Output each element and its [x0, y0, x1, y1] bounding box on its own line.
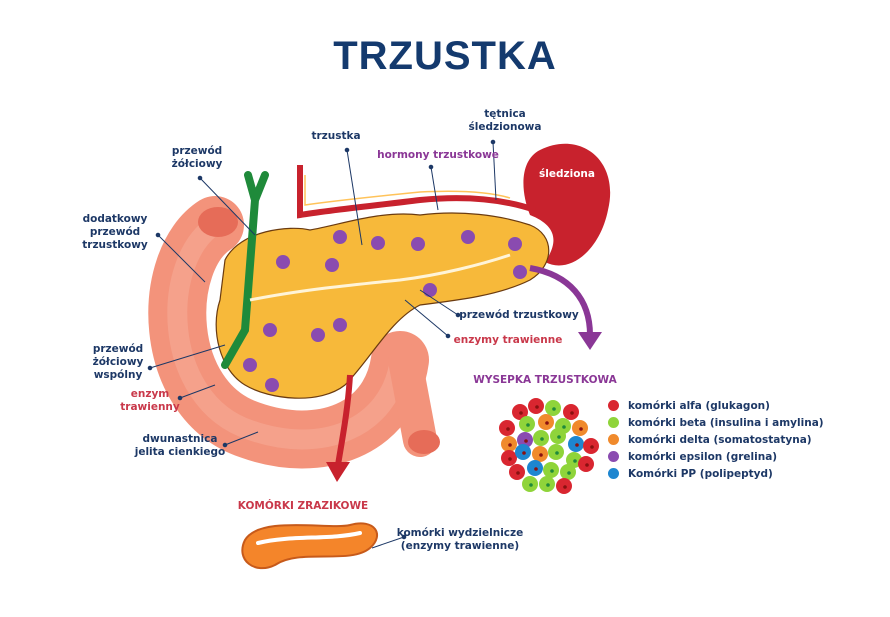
spleen-illustration [523, 143, 611, 266]
islet-cell-nucleus [546, 483, 550, 487]
label-pancreas: trzustka [311, 130, 361, 142]
alpha-cell-dot-icon [608, 400, 619, 411]
islet-cell-nucleus [585, 463, 589, 467]
islet-cell-nucleus [557, 435, 561, 439]
splenic-artery-illustration [297, 165, 536, 219]
page-title: TRZUSTKA [333, 34, 557, 78]
islet-cell-nucleus [540, 437, 544, 441]
beta-cell-dot-icon [608, 417, 619, 428]
delta-cell-dot-icon [608, 434, 619, 445]
islet-cell-nucleus [552, 407, 556, 411]
label-common-bile-duct: przewód żółciowy wspólny [92, 343, 144, 381]
legend-item-alpha: komórki alfa (glukagon) [608, 397, 824, 414]
islet-cell-nucleus [534, 467, 538, 471]
islet-cell-nucleus [508, 443, 512, 447]
islet-cell-nucleus [524, 439, 528, 443]
label-digestive-enzyme: enzym trawienny [120, 388, 180, 413]
islet-arrow [529, 265, 593, 336]
islet-cell-nucleus [508, 457, 512, 461]
epsilon-cell-dot-icon [608, 451, 619, 462]
label-pancreatic-duct: przewód trzustkowy [459, 309, 579, 321]
label-accessory-duct: dodatkowy przewód trzustkowy [82, 213, 148, 251]
islet-cell-nucleus [522, 451, 526, 455]
legend-item-epsilon: komórki epsilon (grelina) [608, 448, 824, 465]
islet-cell-nucleus [579, 427, 583, 431]
label-pancreatic-hormones: hormony trzustkowe [377, 149, 499, 161]
label-islet-title: WYSEPKA TRZUSTKOWA [473, 374, 617, 386]
islet-cell-nucleus [506, 427, 510, 431]
label-spleen: śledziona [539, 168, 595, 180]
acinar-cells-illustration [241, 522, 379, 570]
legend-item-pp: Komórki PP (polipeptyd) [608, 465, 824, 482]
islet-cell-nucleus [519, 411, 523, 415]
islet-legend: komórki alfa (glukagon) komórki beta (in… [608, 397, 824, 482]
label-bile-duct: przewód żółciowy [171, 145, 223, 170]
legend-item-delta: komórki delta (somatostatyna) [608, 431, 824, 448]
islet-cell-nucleus [555, 451, 559, 455]
label-secretory-cells: komórki wydzielnicze (enzymy trawienne) [396, 527, 524, 552]
islet-cell-nucleus [535, 405, 539, 409]
islet-cell-nucleus [550, 469, 554, 473]
islet-cell-nucleus [526, 423, 530, 427]
islet-cell-nucleus [529, 483, 533, 487]
islet-cell-nucleus [539, 453, 543, 457]
label-acinar-title: KOMÓRKI ZRAZIKOWE [237, 500, 369, 512]
islet-cluster [499, 398, 599, 494]
islet-cell-nucleus [575, 443, 579, 447]
pancreas-illustration-body [215, 212, 550, 399]
islet-cell-nucleus [567, 471, 571, 475]
bile-duct-illustration [221, 171, 269, 369]
islet-cell-nucleus [570, 411, 574, 415]
leader-lines [147, 139, 497, 549]
islet-cell-nucleus [562, 425, 566, 429]
pp-cell-dot-icon [608, 468, 619, 479]
islet-cell-nucleus [516, 471, 520, 475]
islet-cell-nucleus [545, 421, 549, 425]
label-splenic-artery: tętnica śledzionowa [468, 108, 542, 133]
acinar-arrow [335, 374, 353, 466]
islet-cell-nucleus [563, 485, 567, 489]
islet-cell-nucleus [573, 459, 577, 463]
duodenum-illustration [148, 196, 440, 469]
legend-item-beta: komórki beta (insulina i amylina) [608, 414, 824, 431]
label-digestive-enzymes: enzymy trawienne [453, 334, 563, 346]
islet-cell-nucleus [590, 445, 594, 449]
label-duodenum: dwunastnica jelita cienkiego [134, 433, 226, 458]
